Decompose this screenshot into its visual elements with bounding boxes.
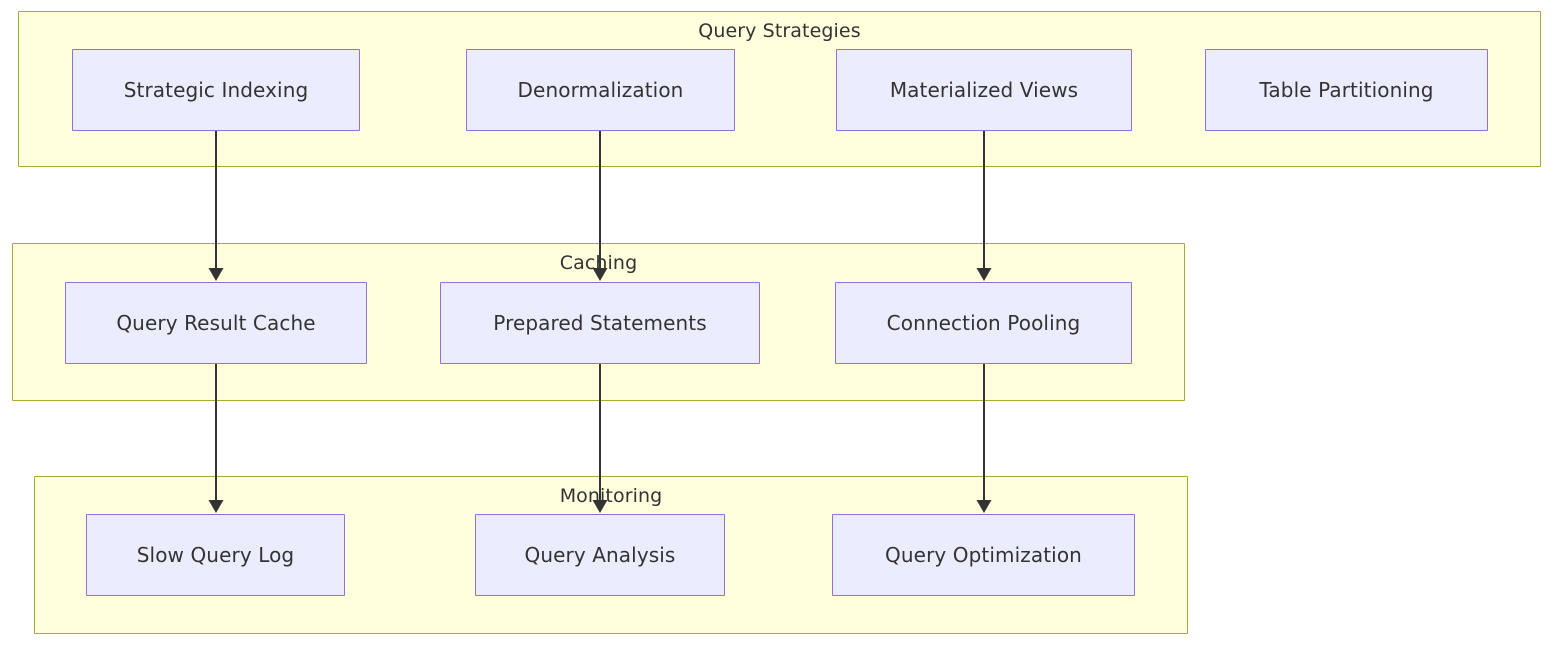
- node-query-optimization[interactable]: Query Optimization: [832, 514, 1135, 596]
- cluster-title-query-strategies: Query Strategies: [698, 20, 861, 42]
- node-materialized-views[interactable]: Materialized Views: [836, 49, 1132, 131]
- cluster-title-caching: Caching: [559, 252, 638, 274]
- node-slow-query-log[interactable]: Slow Query Log: [86, 514, 345, 596]
- node-denormalization[interactable]: Denormalization: [466, 49, 735, 131]
- node-prepared-statements[interactable]: Prepared Statements: [440, 282, 760, 364]
- cluster-title-monitoring: Monitoring: [559, 485, 663, 507]
- node-strategic-indexing[interactable]: Strategic Indexing: [72, 49, 360, 131]
- node-query-analysis[interactable]: Query Analysis: [475, 514, 725, 596]
- node-table-partitioning[interactable]: Table Partitioning: [1205, 49, 1488, 131]
- node-connection-pooling[interactable]: Connection Pooling: [835, 282, 1132, 364]
- node-query-result-cache[interactable]: Query Result Cache: [65, 282, 367, 364]
